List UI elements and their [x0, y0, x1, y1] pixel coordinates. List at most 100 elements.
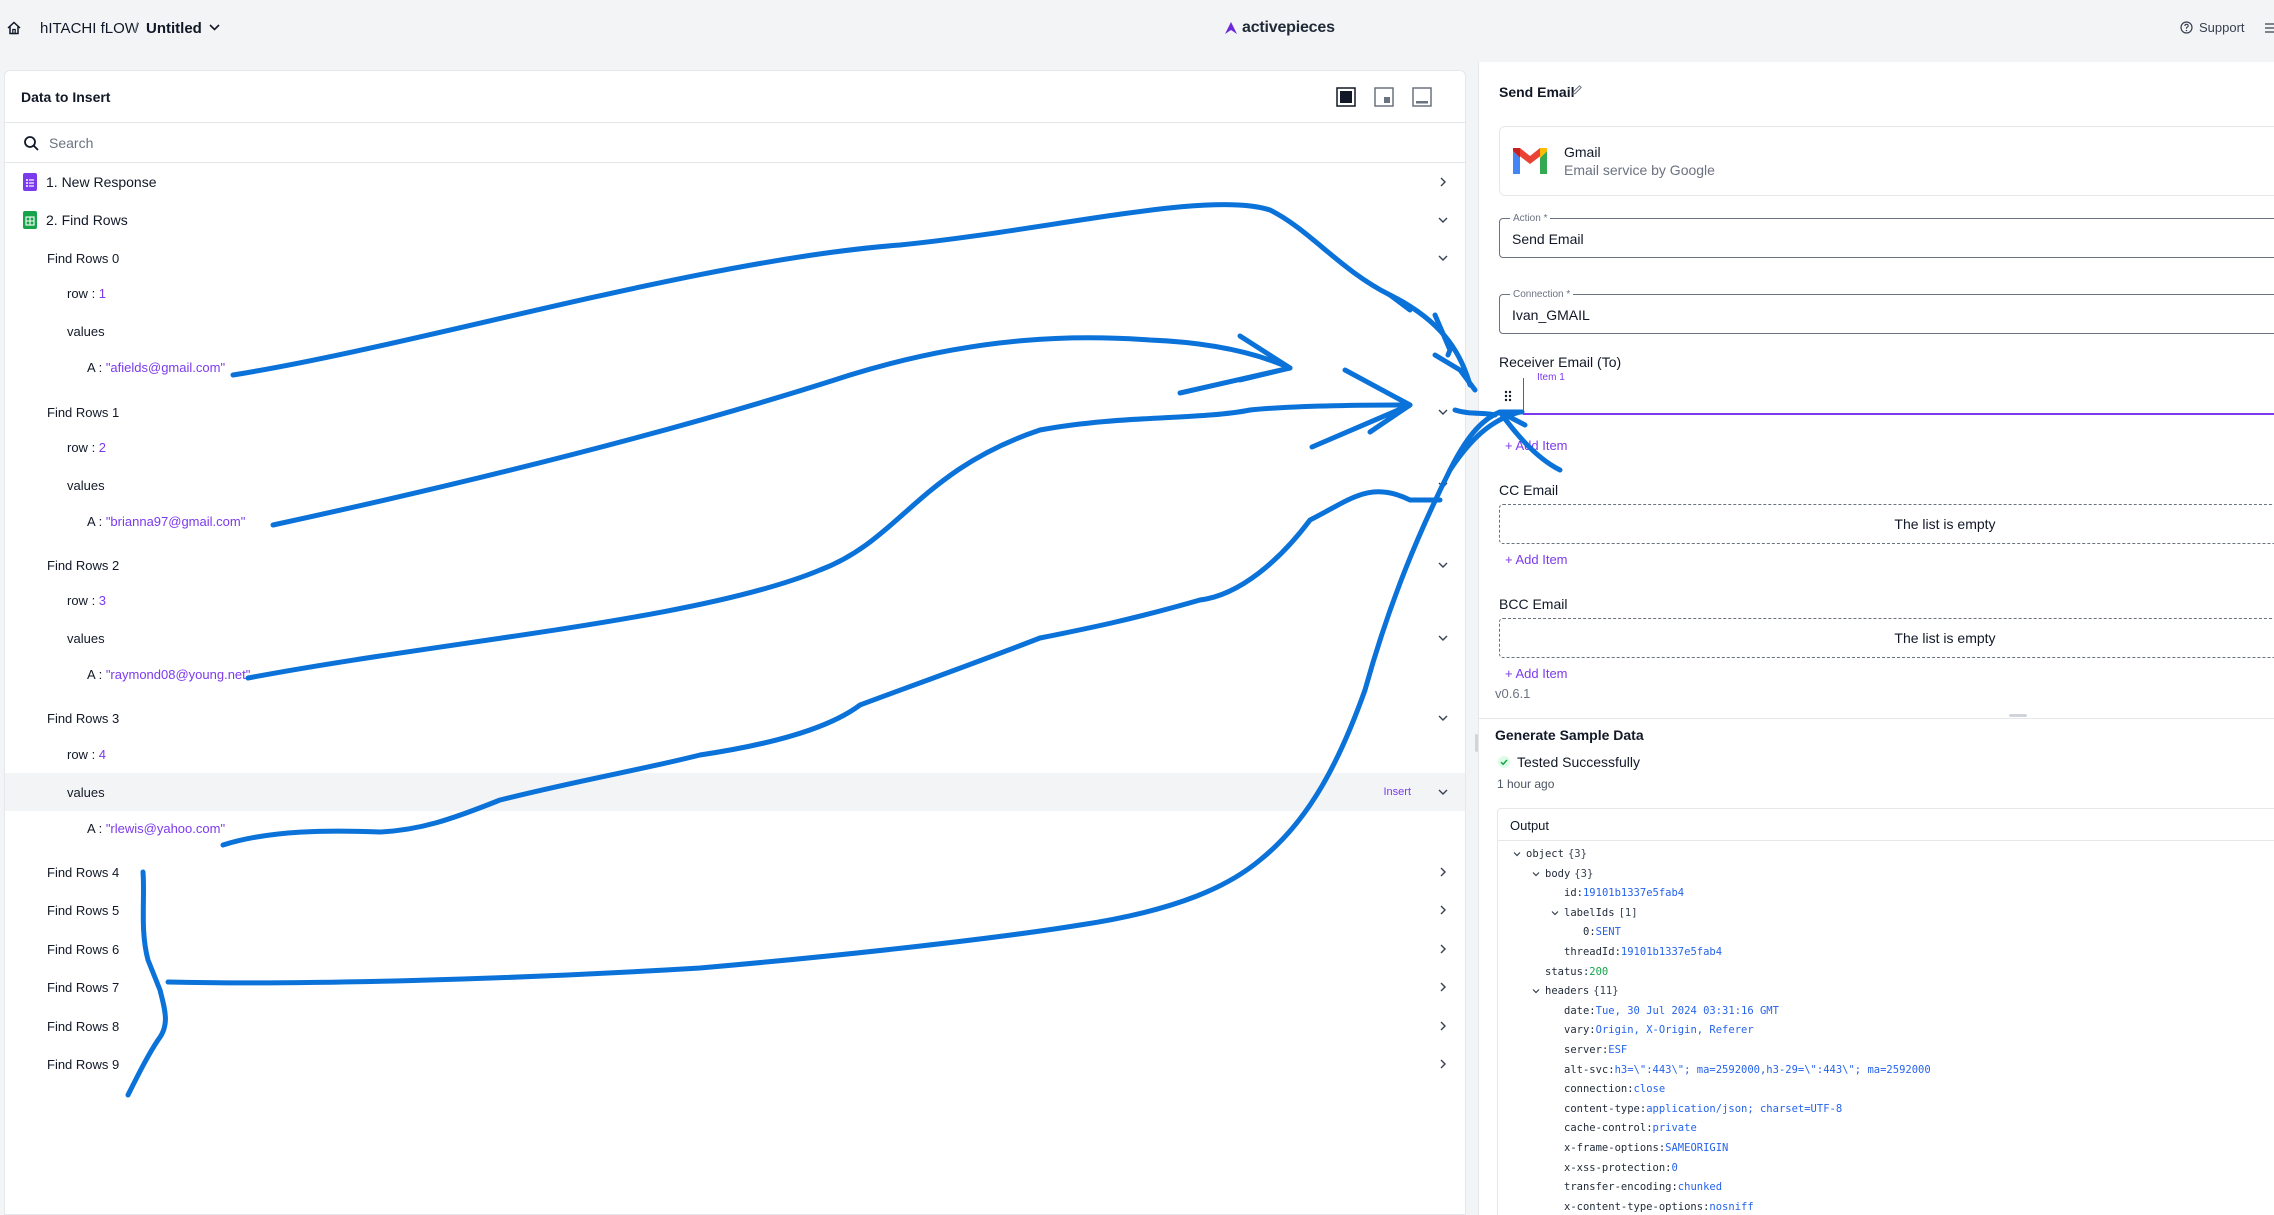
values-field[interactable]: values [5, 619, 1465, 657]
data-to-insert-panel: Data to Insert 1. New Response [4, 70, 1466, 1215]
json-line[interactable]: labelIds[1] [1550, 904, 1638, 922]
json-key: status [1545, 965, 1583, 978]
json-key: id [1564, 887, 1577, 900]
step-find-rows[interactable]: 2. Find Rows [5, 201, 1465, 239]
json-line[interactable]: object{3} [1512, 845, 1587, 863]
add-item-button[interactable]: + Add Item [1505, 666, 1568, 681]
find-rows-label: Find Rows 7 [47, 979, 120, 995]
find-rows-label: Find Rows 0 [47, 250, 120, 266]
chevron-right-icon[interactable] [1437, 1058, 1449, 1070]
find-rows-item[interactable]: Find Rows 9 [5, 1045, 1465, 1083]
chevron-right-icon[interactable] [1437, 1020, 1449, 1032]
receiver-email-input[interactable]: Item 1 [1523, 372, 2274, 415]
find-rows-item[interactable]: Find Rows 0 [5, 239, 1465, 277]
search-input[interactable] [49, 131, 649, 155]
json-separator: : [1582, 965, 1590, 978]
chevron-right-icon[interactable] [1437, 981, 1449, 993]
chevron-down-icon[interactable] [1437, 712, 1449, 724]
vertical-resize-handle[interactable] [1475, 734, 1478, 752]
breadcrumb-separator: / [134, 20, 139, 37]
field-key: row [67, 746, 88, 762]
json-value: ESF [1608, 1044, 1628, 1056]
project-name[interactable]: hITACHI fLOW [40, 20, 139, 37]
json-count: [1] [1618, 906, 1638, 919]
flow-title[interactable]: Untitled [146, 20, 202, 37]
json-line: x-xss-protection : 0 [1564, 1159, 1678, 1177]
chevron-right-icon[interactable] [1437, 904, 1449, 916]
chevron-down-icon[interactable] [1531, 986, 1541, 996]
action-select[interactable]: Action * Send Email [1499, 213, 2274, 258]
json-line[interactable]: body{3} [1531, 865, 1593, 883]
step-title[interactable]: Send Email [1499, 84, 1575, 100]
chevron-down-icon[interactable] [1437, 559, 1449, 571]
find-rows-item[interactable]: Find Rows 5 [5, 891, 1465, 929]
find-rows-item[interactable]: Find Rows 7 [5, 968, 1465, 1006]
json-key: connection [1564, 1083, 1628, 1096]
chevron-down-icon[interactable] [1437, 252, 1449, 264]
row-field[interactable]: row : 1 [67, 285, 107, 301]
row-field[interactable]: row : 2 [67, 439, 107, 455]
layout-full-icon[interactable] [1335, 86, 1357, 108]
json-key: server [1564, 1044, 1602, 1056]
email-field[interactable]: A : "rlewis@yahoo.com" [87, 820, 226, 836]
json-separator: : [1614, 946, 1621, 958]
add-item-button[interactable]: + Add Item [1505, 552, 1568, 567]
json-key: cache-control [1564, 1122, 1647, 1135]
chevron-right-icon[interactable] [1437, 866, 1449, 878]
menu-icon[interactable] [2263, 20, 2274, 36]
resize-handle[interactable] [2009, 714, 2027, 717]
find-rows-item[interactable]: Find Rows 1 [5, 393, 1465, 431]
home-icon[interactable] [6, 20, 22, 36]
insert-button[interactable]: Insert [1383, 786, 1411, 798]
json-separator: : [1589, 1024, 1596, 1037]
json-separator: : [1627, 1083, 1634, 1096]
values-field[interactable]: values [5, 466, 1465, 504]
field-value: "raymond08@young.net" [105, 666, 251, 682]
help-circle-icon [2180, 21, 2193, 34]
step-settings-panel: Send Email Gmail Email service by Google… [1475, 62, 2274, 1215]
support-button[interactable]: Support [2180, 20, 2245, 35]
chevron-down-icon[interactable] [1437, 406, 1449, 418]
empty-list-text: The list is empty [1894, 516, 1996, 532]
step-new-response[interactable]: 1. New Response [5, 163, 1465, 201]
chevron-down-icon[interactable] [208, 23, 221, 32]
add-item-button[interactable]: + Add Item [1505, 438, 1568, 453]
find-rows-item[interactable]: Find Rows 2 [5, 546, 1465, 584]
chevron-right-icon[interactable] [1437, 943, 1449, 955]
chevron-down-icon[interactable] [1437, 214, 1449, 226]
piece-description: Email service by Google [1564, 162, 1715, 178]
json-separator: : [1646, 1122, 1653, 1135]
values-field[interactable]: values Insert [5, 773, 1465, 811]
chevron-down-icon[interactable] [1437, 632, 1449, 644]
email-field[interactable]: A : "raymond08@young.net" [87, 666, 251, 682]
find-rows-item[interactable]: Find Rows 3 [5, 699, 1465, 737]
row-field[interactable]: row : 4 [67, 746, 107, 762]
find-rows-item[interactable]: Find Rows 6 [5, 930, 1465, 968]
step-label: 2. Find Rows [46, 212, 128, 228]
email-field[interactable]: A : "afields@gmail.com" [87, 359, 226, 375]
check-circle-icon [1498, 756, 1510, 768]
json-line: x-content-type-options : nosniff [1564, 1198, 1754, 1215]
json-line: date : Tue, 30 Jul 2024 03:31:16 GMT [1564, 1002, 1779, 1020]
chevron-down-icon[interactable] [1437, 479, 1449, 491]
chevron-down-icon[interactable] [1550, 908, 1560, 918]
json-line: 0 : SENT [1583, 923, 1621, 941]
connection-select[interactable]: Connection * Ivan_GMAIL [1499, 289, 2274, 334]
email-field[interactable]: A : "brianna97@gmail.com" [87, 513, 246, 529]
chevron-right-icon[interactable] [1437, 176, 1449, 188]
row-field[interactable]: row : 3 [67, 592, 107, 608]
values-field[interactable]: values [5, 312, 1465, 350]
chevron-down-icon[interactable] [1512, 849, 1522, 859]
json-value: 19101b1337e5fab4 [1582, 887, 1685, 900]
json-value: 0 [1671, 1161, 1678, 1174]
json-line[interactable]: headers{11} [1531, 982, 1619, 1000]
drag-handle-icon[interactable] [1503, 389, 1513, 403]
chevron-down-icon[interactable] [1437, 786, 1449, 798]
find-rows-label: Find Rows 1 [47, 404, 120, 420]
layout-dock-right-icon[interactable] [1373, 86, 1395, 108]
find-rows-item[interactable]: Find Rows 8 [5, 1007, 1465, 1045]
find-rows-item[interactable]: Find Rows 4 [5, 853, 1465, 891]
chevron-down-icon[interactable] [1531, 869, 1541, 879]
pencil-icon[interactable] [1571, 84, 1583, 96]
layout-dock-bottom-icon[interactable] [1411, 86, 1433, 108]
